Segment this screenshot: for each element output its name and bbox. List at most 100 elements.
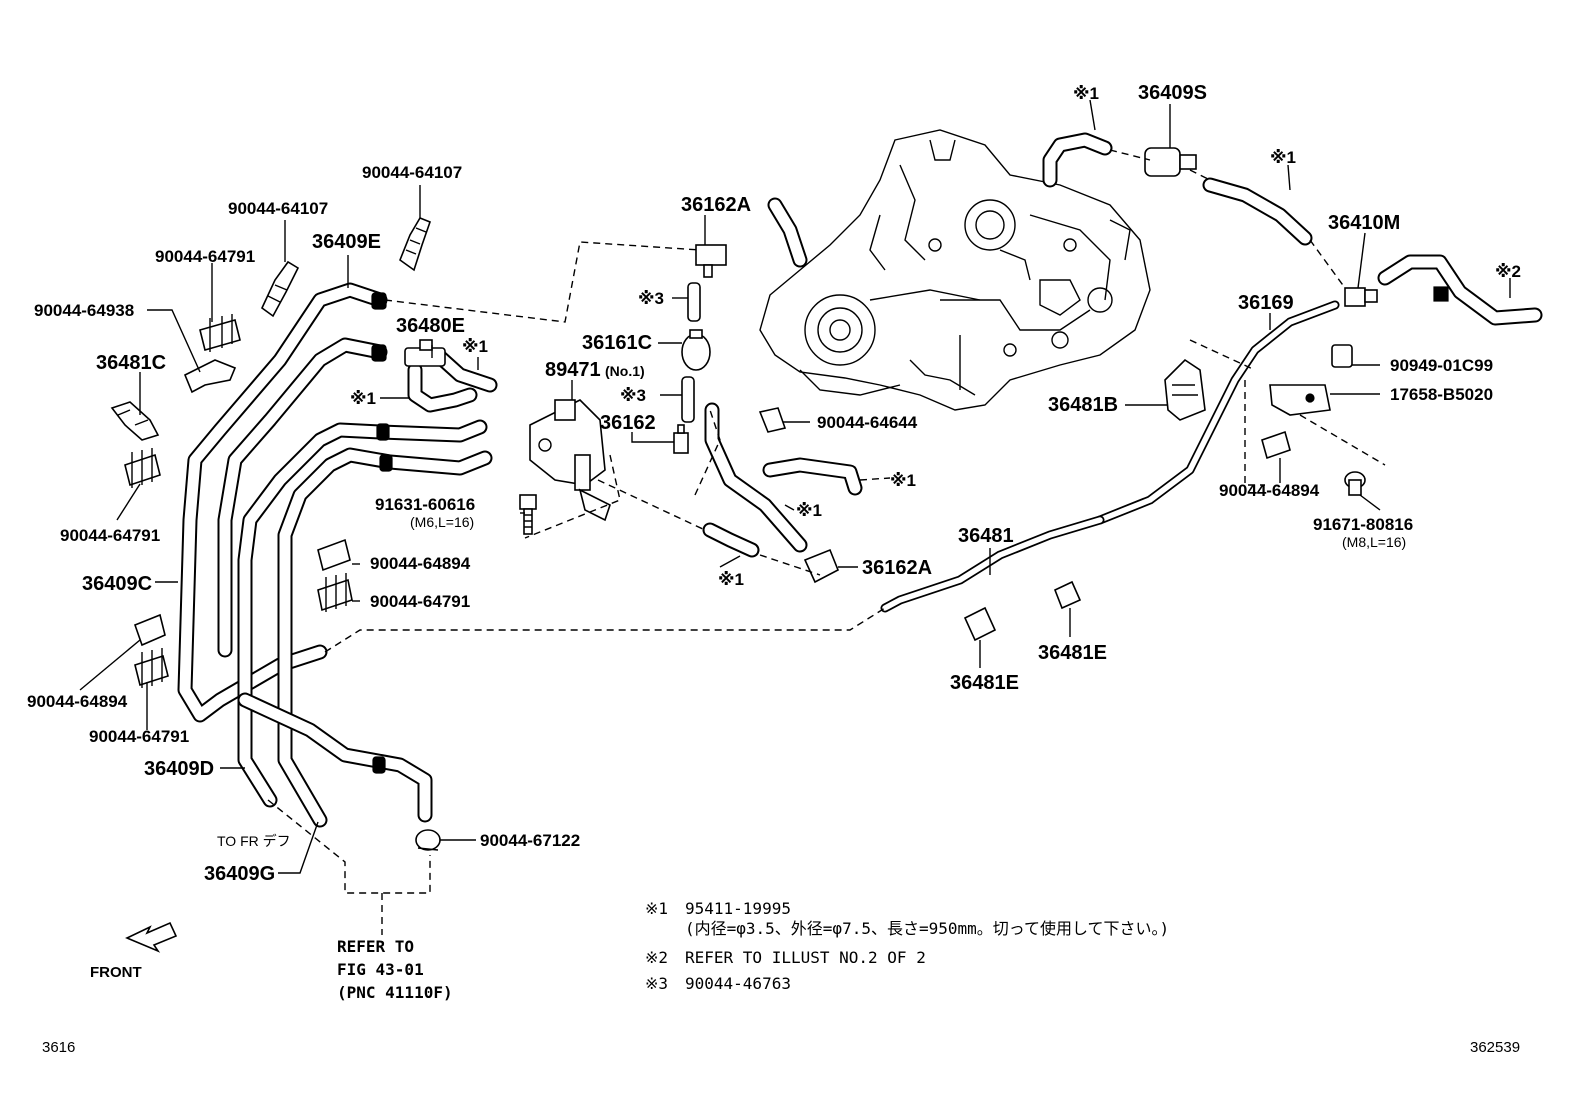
label-90044-64938: 90044-64938: [34, 301, 134, 320]
label-91671-sub: (M8,L=16): [1342, 534, 1406, 550]
pipe-36169[interactable]: [1095, 300, 1340, 525]
refer-line-1: REFER TO: [337, 937, 414, 956]
label-90044-64894-c: 90044-64894: [1219, 481, 1320, 500]
clamp-90044-67122[interactable]: [415, 829, 441, 851]
filter-36409S[interactable]: [1144, 147, 1197, 177]
note-2-mark: ※2: [645, 948, 668, 967]
mark-1-e: ※1: [718, 570, 744, 589]
label-89471-sub: (No.1): [605, 363, 645, 379]
hose-1-upper-right[interactable]: [1042, 132, 1313, 246]
clamp-90044-64644[interactable]: [758, 407, 787, 433]
label-36409G: 36409G: [204, 863, 275, 885]
clamp-90044-64791-b[interactable]: [124, 448, 161, 488]
bracket-36481B[interactable]: [1164, 358, 1206, 421]
note-2-text: REFER TO ILLUST NO.2 OF 2: [685, 948, 926, 967]
clamp-90044-64894-a[interactable]: [133, 613, 166, 647]
label-91631-sub: (M6,L=16): [410, 514, 474, 530]
label-89471: 89471: [545, 359, 601, 381]
reference-marks: ※1 ※1 ※3 ※3 ※1 ※1 ※1 ※1 ※1 ※2: [350, 84, 1521, 589]
label-36162A-low: 36162A: [862, 557, 932, 579]
label-36409E: 36409E: [312, 231, 381, 253]
label-to-fr: TO FR デフ: [217, 833, 291, 849]
label-90044-64791-d: 90044-64791: [370, 592, 470, 611]
engine-transmission-illustration: [759, 129, 1151, 411]
label-36481E-left: 36481E: [950, 672, 1019, 694]
mark-3-a: ※3: [638, 289, 664, 308]
clamp-90044-64894-c[interactable]: [1261, 430, 1291, 460]
hose-1-center[interactable]: [702, 197, 863, 558]
label-90044-64107-top: 90044-64107: [362, 163, 462, 182]
clip-36481C[interactable]: [110, 401, 160, 441]
pipe-36481[interactable]: [880, 515, 1105, 613]
hose-3-lower[interactable]: [681, 376, 695, 423]
footer-illustration-id: 362539: [1470, 1039, 1520, 1056]
clamp-90044-64107-mid[interactable]: [260, 260, 300, 318]
mark-1-b: ※1: [350, 389, 376, 408]
label-36162: 36162: [600, 412, 656, 434]
label-91671-80816: 91671-80816: [1313, 515, 1413, 534]
bolt-91631-60616[interactable]: [519, 494, 537, 535]
label-90044-64644: 90044-64644: [817, 413, 918, 432]
mark-2: ※2: [1495, 262, 1521, 281]
filter-36161C[interactable]: [681, 329, 711, 371]
front-direction-arrow: FRONT: [90, 921, 178, 981]
hose-2-right[interactable]: [1377, 254, 1543, 326]
hose-36409E[interactable]: [177, 282, 388, 723]
label-36481B: 36481B: [1048, 394, 1118, 416]
mark-1-a: ※1: [462, 337, 488, 356]
hose-36409C[interactable]: [217, 337, 388, 658]
footer: 3616 362539: [42, 1039, 1520, 1056]
label-36481E-right: 36481E: [1038, 642, 1107, 664]
label-36409S: 36409S: [1138, 82, 1207, 104]
note-1-mark: ※1: [645, 899, 668, 918]
hose-36409D[interactable]: [237, 419, 488, 808]
clamp-90044-64894-b[interactable]: [317, 538, 351, 572]
label-36481C: 36481C: [96, 352, 166, 374]
label-36410M: 36410M: [1328, 212, 1400, 234]
note-3-mark: ※3: [645, 974, 668, 993]
hose-3-upper[interactable]: [687, 282, 701, 322]
label-36480E: 36480E: [396, 315, 465, 337]
note-3-text: 90044-46763: [685, 974, 791, 993]
mark-1-f: ※1: [1073, 84, 1099, 103]
hose-36480E-branch[interactable]: [407, 349, 498, 413]
fitting-36162[interactable]: [673, 424, 689, 454]
clamp-90044-64791-a[interactable]: [199, 314, 241, 352]
label-90044-67122: 90044-67122: [480, 831, 580, 850]
label-90044-64791-a: 90044-64791: [155, 247, 255, 266]
label-36481: 36481: [958, 525, 1014, 547]
vsv-89471[interactable]: [529, 399, 611, 522]
mark-1-d: ※1: [796, 501, 822, 520]
refer-line-2: FIG 43-01: [337, 960, 424, 979]
union-36410M[interactable]: [1344, 287, 1378, 307]
clamp-90044-64791-d[interactable]: [317, 573, 353, 612]
note-1-detail: (内径=φ3.5、外径=φ7.5、長さ=950mm。切って使用して下さい。): [685, 919, 1169, 938]
mark-1-c: ※1: [890, 471, 916, 490]
clamp-90044-64791-c[interactable]: [134, 648, 169, 688]
sensor-90949-01C99[interactable]: [1331, 344, 1353, 368]
clamp-90044-64107-top[interactable]: [399, 217, 432, 272]
connector-36480E[interactable]: [404, 339, 446, 367]
refer-line-3: (PNC 41110F): [337, 983, 453, 1002]
mark-1-g: ※1: [1270, 148, 1296, 167]
clip-36481E-left[interactable]: [963, 606, 997, 642]
tee-36162A-low[interactable]: [803, 548, 840, 584]
label-36169: 36169: [1238, 292, 1294, 314]
label-90044-64791-b: 90044-64791: [60, 526, 160, 545]
front-arrow-icon: [125, 921, 178, 953]
label-17658-B5020: 17658-B5020: [1390, 385, 1493, 404]
leader-lines: [79, 99, 1511, 874]
tee-36162A-top[interactable]: [695, 244, 727, 278]
clip-36481C-top[interactable]: [183, 359, 237, 394]
label-90949-01C99: 90949-01C99: [1390, 356, 1493, 375]
label-36409C: 36409C: [82, 573, 152, 595]
label-91631-60616: 91631-60616: [375, 495, 475, 514]
bolt-91671-80816[interactable]: [1344, 471, 1366, 496]
hose-36409G[interactable]: [277, 447, 493, 828]
bracket-17658-B5020[interactable]: [1269, 384, 1331, 416]
clip-36481E-right[interactable]: [1053, 580, 1082, 610]
hose-end-clips: [371, 292, 393, 774]
footer-figure-number: 3616: [42, 1039, 75, 1056]
label-36161C: 36161C: [582, 332, 652, 354]
